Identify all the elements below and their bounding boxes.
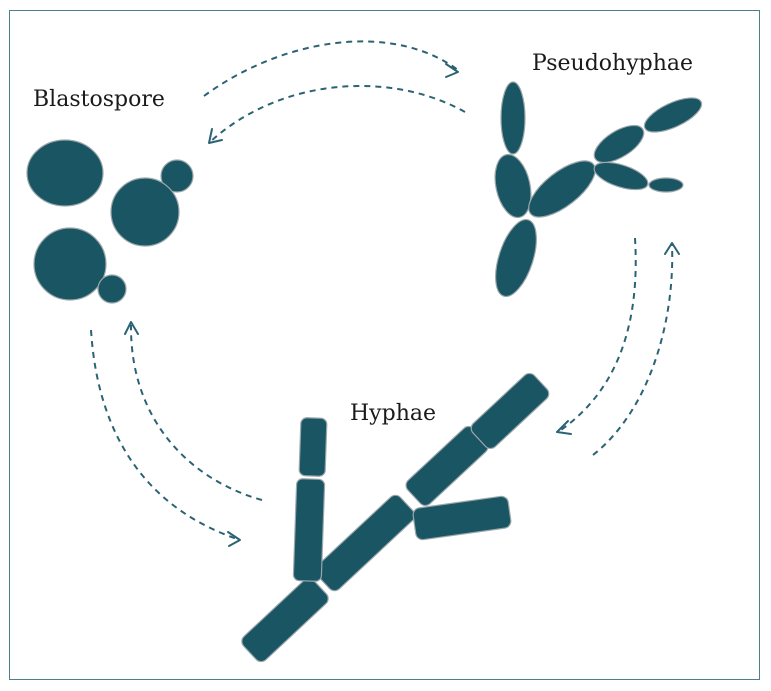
arrowhead-pseudohyphae-to-blastospore [208,128,223,144]
diagram-frame [9,10,760,680]
arrow-hyphae-to-pseudohyphae [592,244,674,456]
blastospore-bud-2 [97,274,127,304]
blastospore-cell-large-1 [26,139,104,207]
pseudohyphae-cell-upper-mid [494,153,532,219]
arrowhead-hyphae-to-pseudohyphae [664,242,680,255]
hyphae-segment-2 [314,494,416,592]
label-blastospore: Blastospore [33,87,165,112]
pseudohyphae-cell-branch-lower [593,161,649,191]
arrow-hyphae-to-blastospore [129,324,263,501]
arrow-blastospore-to-hyphae [90,329,241,541]
hyphae-cells [241,372,550,663]
label-hyphae: Hyphae [350,401,436,426]
blastospore-cells [26,139,194,304]
hyphae-segment-1 [241,577,329,663]
pseudohyphae-cell-branch-upper [593,124,645,164]
hyphae-vertical-segment-upper [298,417,328,477]
pseudohyphae-cell-branch [528,160,596,218]
blastospore-bud-1 [160,159,194,193]
arrow-blastospore-to-pseudohyphae [203,40,459,97]
pseudohyphae-cell-top [500,81,526,155]
hyphae-side-branch [412,495,512,541]
arrowhead-pseudohyphae-to-hyphae [556,420,572,435]
pseudohyphae-cell-tip-upper [643,97,703,133]
pseudohyphae-cell-tip-lower [648,177,684,193]
label-pseudohyphae: Pseudohyphae [532,51,693,76]
transition-arrows [90,40,680,547]
hyphae-segment-4 [470,372,550,450]
blastospore-cell-large-3 [33,227,107,301]
arrow-pseudohyphae-to-blastospore [209,85,466,143]
arrowhead-blastospore-to-hyphae [227,531,241,547]
arrow-pseudohyphae-to-hyphae [557,237,637,433]
arrowhead-hyphae-to-blastospore [124,321,139,335]
pseudohyphae-cell-lower [495,218,537,298]
pseudohyphae-cells [494,81,703,298]
blastospore-cell-large-2 [110,177,180,247]
arrowhead-blastospore-to-pseudohyphae [445,63,459,78]
hyphae-vertical-segment-lower [292,478,326,582]
